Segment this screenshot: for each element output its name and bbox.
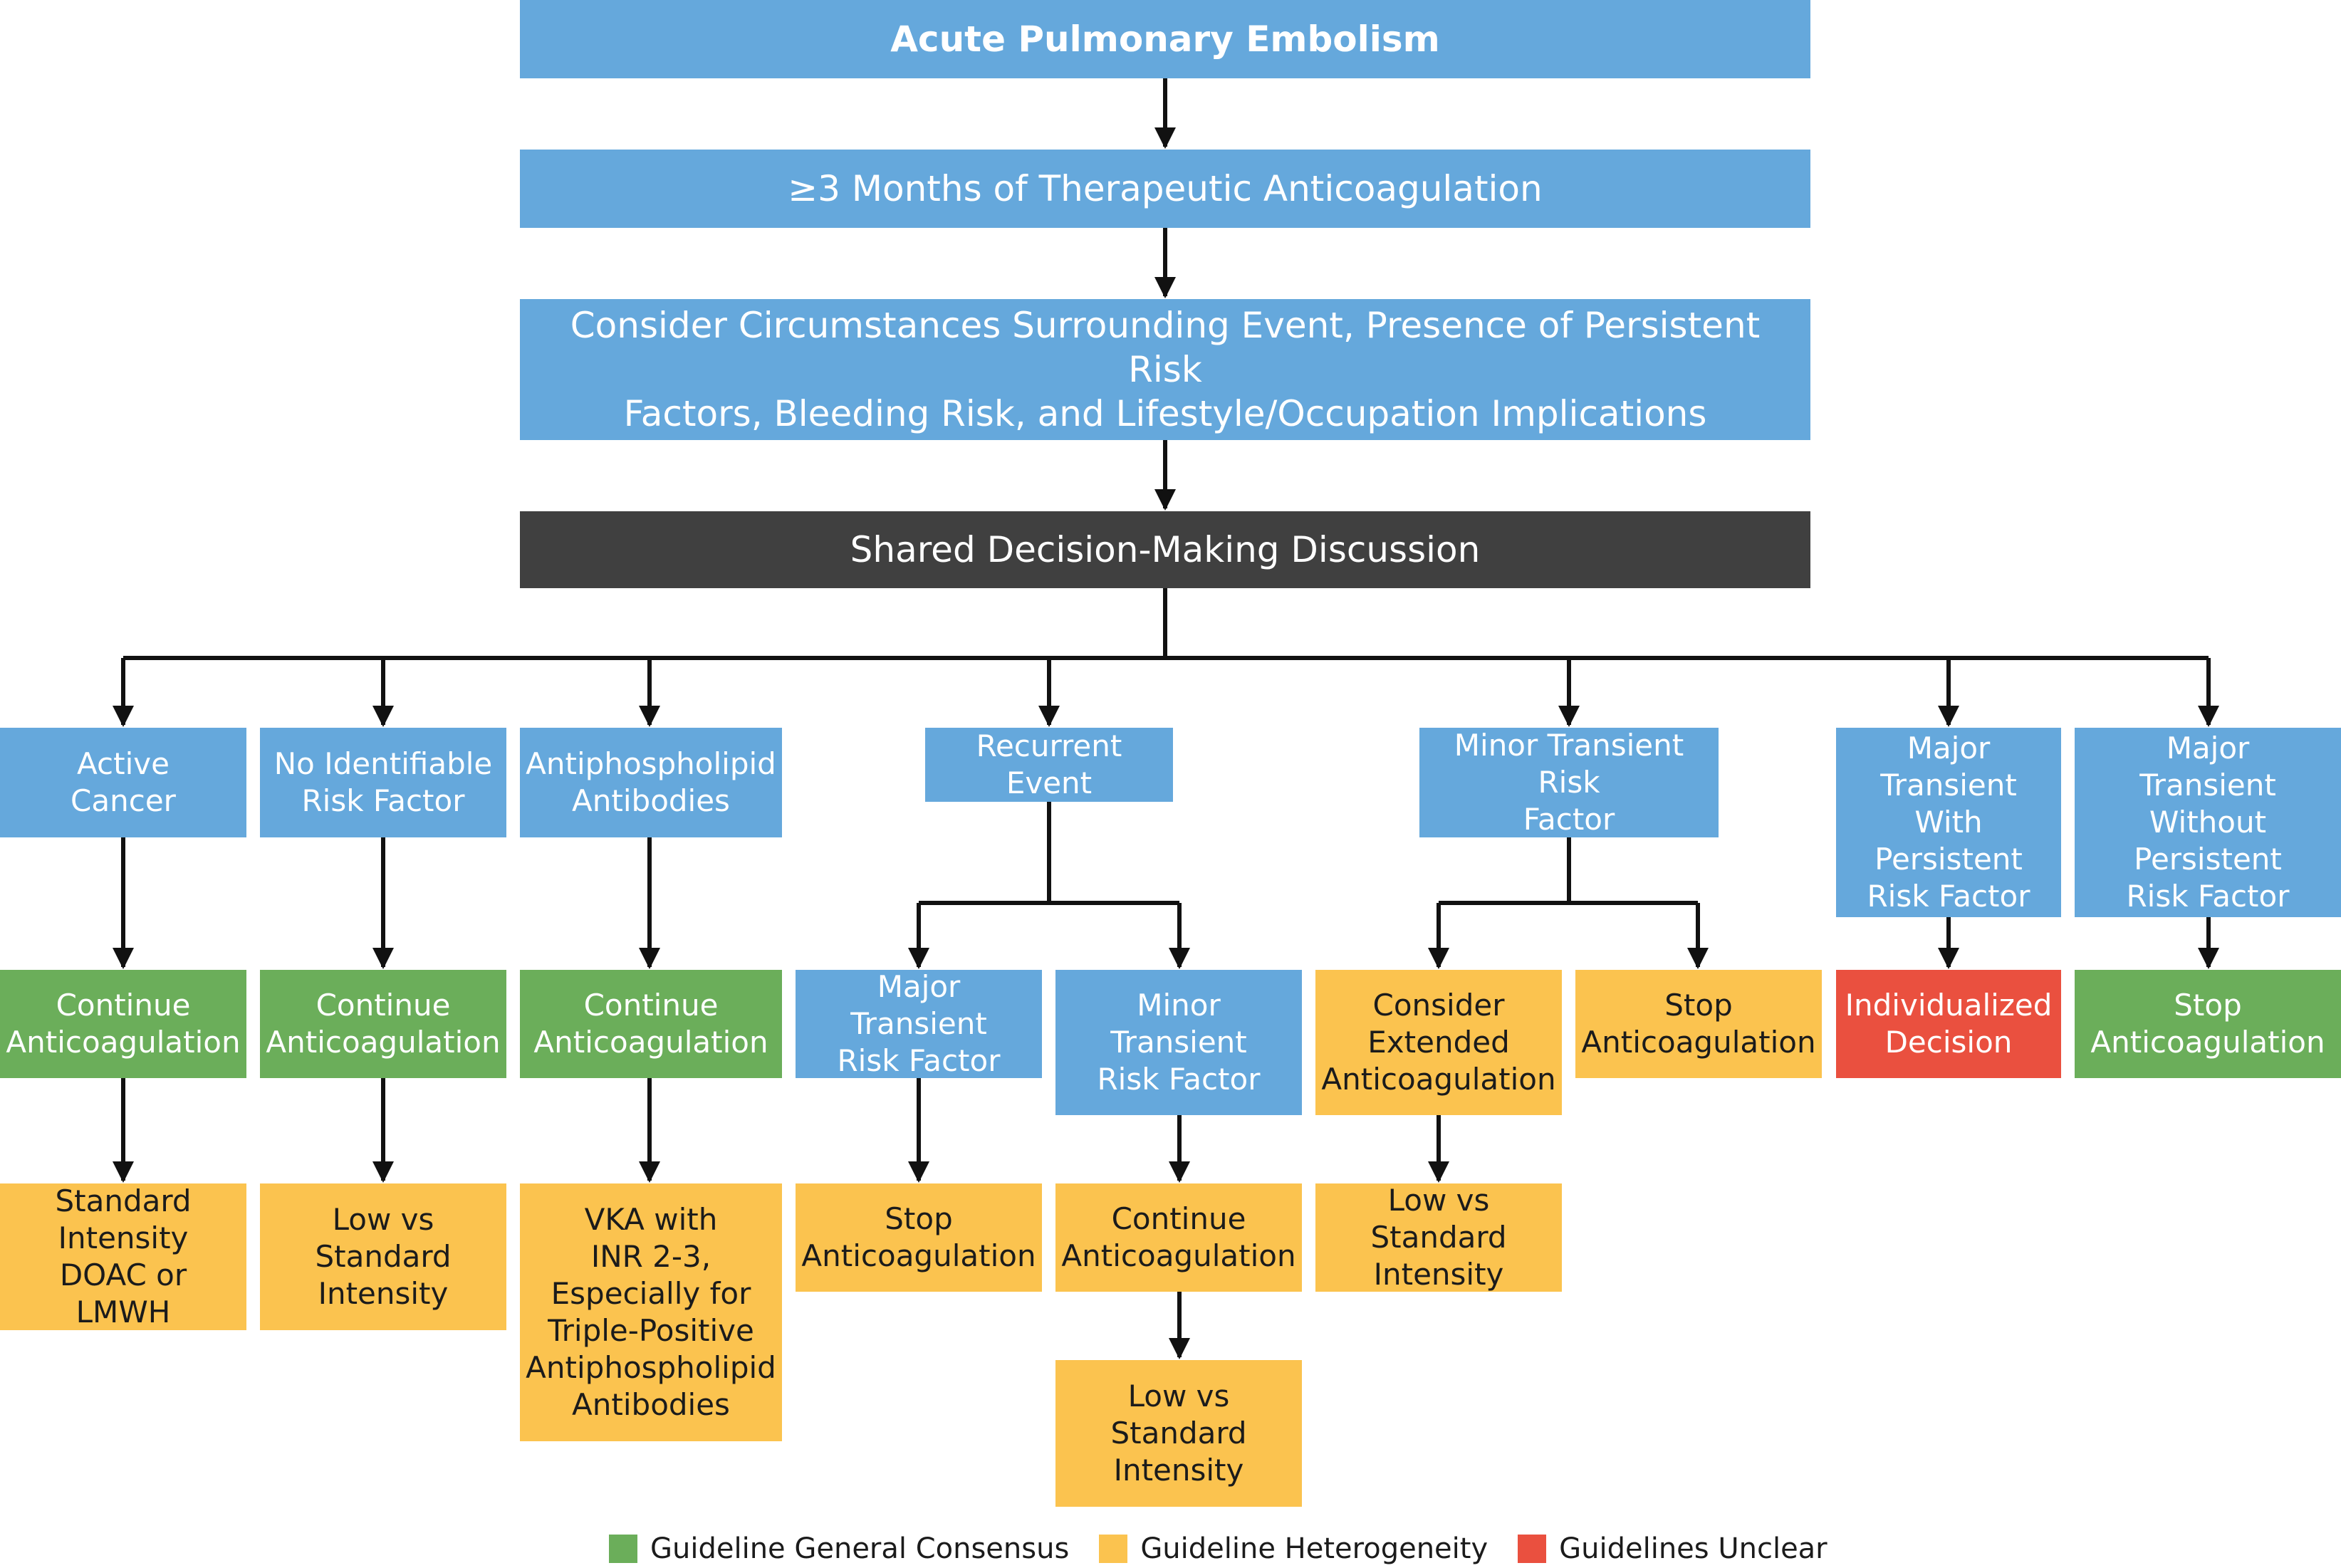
recurrent-minor-low-vs-standard-intensity: Low vs Standard Intensity <box>1055 1360 1302 1507</box>
recurrent-minor-transient-risk-factor: Minor Transient Risk Factor <box>1055 970 1302 1115</box>
legend-label-consensus: Guideline General Consensus <box>650 1532 1070 1565</box>
acute-pe-box: Acute Pulmonary Embolism <box>520 0 1810 78</box>
major-without-stop-anticoagulation: Stop Anticoagulation <box>2075 970 2341 1078</box>
legend-label-unclear: Guidelines Unclear <box>1559 1532 1828 1565</box>
category-minor-transient-risk-factor: Minor Transient Risk Factor <box>1419 728 1719 837</box>
category-major-transient-without-persistent: Major Transient Without Persistent Risk … <box>2075 728 2341 917</box>
major-with-individualized-decision: Individualized Decision <box>1836 970 2061 1078</box>
recurrent-major-stop-anticoagulation: Stop Anticoagulation <box>796 1183 1042 1292</box>
apla-vka-inr: VKA with INR 2-3, Especially for Triple-… <box>520 1183 782 1441</box>
consider-circumstances-box: Consider Circumstances Surrounding Event… <box>520 299 1810 440</box>
cancer-standard-intensity: Standard Intensity DOAC or LMWH <box>0 1183 246 1330</box>
apla-continue-anticoagulation: Continue Anticoagulation <box>520 970 782 1078</box>
legend-swatch-green <box>609 1535 637 1563</box>
shared-decision-making-box: Shared Decision-Making Discussion <box>520 511 1810 588</box>
cancer-continue-anticoagulation: Continue Anticoagulation <box>0 970 246 1078</box>
minor-low-vs-standard-intensity: Low vs Standard Intensity <box>1315 1183 1562 1292</box>
anticoagulation-3-months-box: ≥3 Months of Therapeutic Anticoagulation <box>520 150 1810 228</box>
legend: Guideline General Consensus Guideline He… <box>609 1531 1857 1567</box>
category-active-cancer: Active Cancer <box>0 728 246 837</box>
category-recurrent-event: Recurrent Event <box>925 728 1173 802</box>
legend-label-heterogeneity: Guideline Heterogeneity <box>1140 1532 1488 1565</box>
recurrent-major-transient-risk-factor: Major Transient Risk Factor <box>796 969 1042 1078</box>
category-no-identifiable-risk-factor: No Identifiable Risk Factor <box>260 728 506 837</box>
legend-item-heterogeneity: Guideline Heterogeneity <box>1099 1532 1488 1565</box>
legend-swatch-orange <box>1099 1535 1128 1563</box>
legend-item-consensus: Guideline General Consensus <box>609 1532 1069 1565</box>
category-major-transient-with-persistent: Major Transient With Persistent Risk Fac… <box>1836 728 2061 917</box>
legend-swatch-red <box>1518 1535 1547 1563</box>
norisk-low-vs-standard-intensity: Low vs Standard Intensity <box>260 1183 506 1330</box>
recurrent-minor-continue-anticoagulation: Continue Anticoagulation <box>1055 1183 1302 1292</box>
category-antiphospholipid-antibodies: Antiphospholipid Antibodies <box>520 728 782 837</box>
legend-item-unclear: Guidelines Unclear <box>1518 1532 1828 1565</box>
minor-consider-extended-anticoagulation: Consider Extended Anticoagulation <box>1315 970 1562 1115</box>
norisk-continue-anticoagulation: Continue Anticoagulation <box>260 970 506 1078</box>
minor-stop-anticoagulation: Stop Anticoagulation <box>1575 970 1822 1078</box>
